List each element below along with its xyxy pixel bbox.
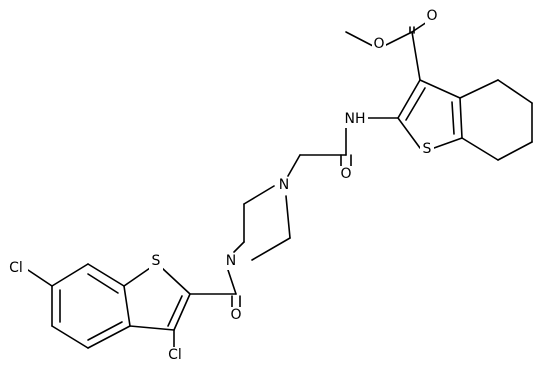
bond-bz-1 [87,263,125,287]
bond-n-bottom-ketone-c [227,269,237,295]
bond-c4-c5 [497,79,533,104]
bond-methyl-o [345,31,374,47]
atom-label-text: O [426,8,437,24]
bond-bz-cl [27,269,53,287]
atom-s-thiophene-right: S [420,141,434,158]
bond-bz-2 [51,263,89,287]
atom-nh: NH [342,111,368,128]
bond-bt-s-c7a [123,267,151,287]
bond-bt-c3a-c7a [123,285,131,327]
bond-bt-c2-c3 [173,293,191,331]
atom-label-text: NH [345,111,366,127]
bond-c7-c7a [461,137,499,161]
bond-c3-c2-double [405,87,426,121]
atom-o-amide: O [339,166,353,183]
bond-c3-c2 [397,79,421,119]
bond-c6-c7 [497,141,533,161]
atom-label-text: S [423,141,432,157]
bond-c3-c3a [419,79,461,99]
bond-c2-s [397,117,421,149]
bond-c7a-c3a-double [451,101,455,135]
atom-label-text: O [230,307,241,323]
atom-label-text: O [373,36,384,52]
atom-label-text: O [340,166,351,182]
bond-ester-c-ring [411,31,421,81]
atom-o-ester-ether: O [372,36,386,53]
bond-c7a-c3a [459,97,463,139]
bond-bz-4 [51,325,89,349]
bond-pip-1 [243,185,275,205]
atom-label-text: Cl [168,347,182,363]
bond-bt-c3-c3a [129,325,175,331]
bond-bt-c2-c3-double [167,295,183,327]
atom-s-benzothiophene: S [149,253,163,270]
atom-n-piperazine-top: N [277,177,291,194]
bond-s-c7a [433,137,463,149]
atom-label-text: S [152,253,161,269]
bond-bz-5 [87,325,131,349]
bond-bz-1-double [87,273,119,294]
bond-c3a-c4 [459,79,499,99]
atom-o-ketone: O [229,307,243,324]
atom-label-text: N [279,177,289,193]
bond-pip-4 [251,237,291,261]
bond-pip-2 [285,195,291,239]
atom-cl-6: Cl [4,260,28,277]
atom-n-piperazine-bottom: N [224,253,238,270]
atom-label-text: N [226,253,236,269]
bond-ch2-n-top [287,154,301,177]
atom-o-ester-carbonyl: O [425,8,439,25]
bond-bt-c2-s [161,267,191,295]
bond-o-ester-carbon [383,31,413,47]
bond-pip-5 [233,241,245,253]
atom-cl-3: Cl [163,347,187,364]
bond-bz-5-double [87,321,123,341]
atom-label-text: Cl [9,260,23,276]
